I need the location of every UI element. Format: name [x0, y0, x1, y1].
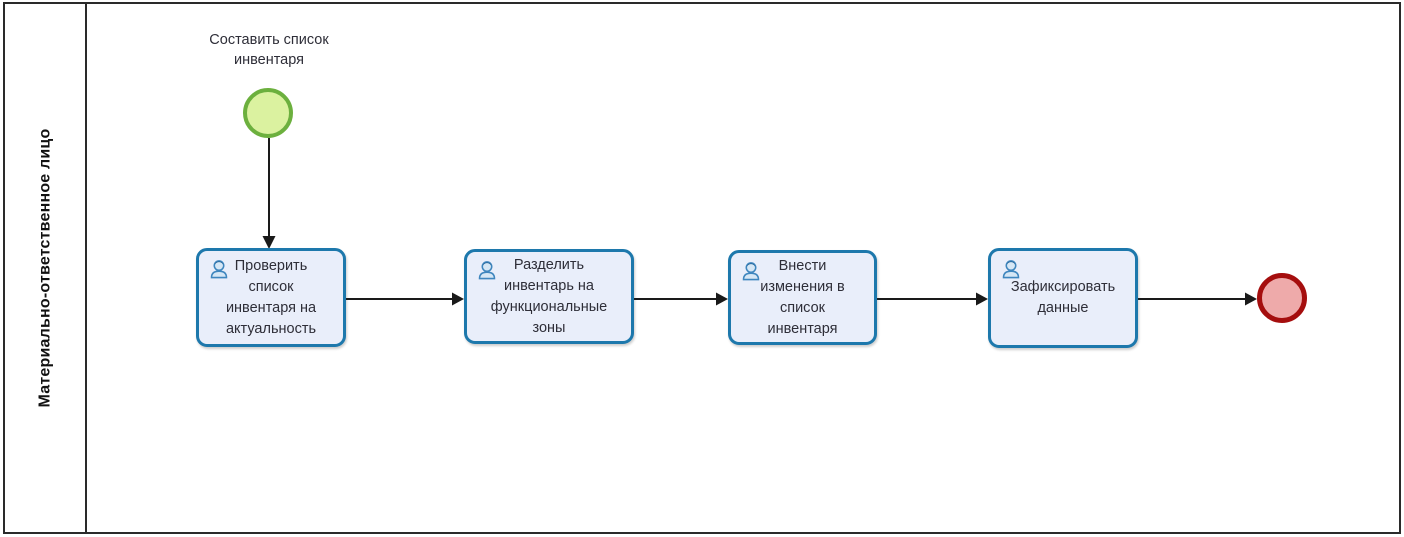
task-label: Внести изменения в список инвентаря	[760, 257, 845, 337]
user-icon	[478, 261, 496, 280]
task-update-inventory-list[interactable]: Внести изменения в список инвентаря	[728, 250, 877, 345]
start-event-label: Составить список инвентаря	[209, 32, 329, 68]
lane-label: Материально-ответственное лицо	[36, 128, 54, 408]
start-event[interactable]	[243, 88, 293, 138]
task-record-data[interactable]: Зафиксировать данные	[988, 248, 1138, 348]
task-label: Разделить инвентарь на функциональные зо…	[490, 256, 608, 336]
task-check-inventory-list[interactable]: Проверить список инвентаря на актуальнос…	[196, 248, 346, 347]
task-label: Зафиксировать данные	[1010, 279, 1116, 316]
task-split-inventory-into-zones[interactable]: Разделить инвентарь на функциональные зо…	[464, 249, 634, 344]
user-icon	[742, 262, 760, 281]
user-icon	[1002, 260, 1020, 279]
lane-header: Материально-ответственное лицо	[5, 4, 87, 532]
end-event[interactable]	[1257, 273, 1307, 323]
user-icon	[210, 260, 228, 279]
task-label: Проверить список инвентаря на актуальнос…	[225, 257, 317, 337]
